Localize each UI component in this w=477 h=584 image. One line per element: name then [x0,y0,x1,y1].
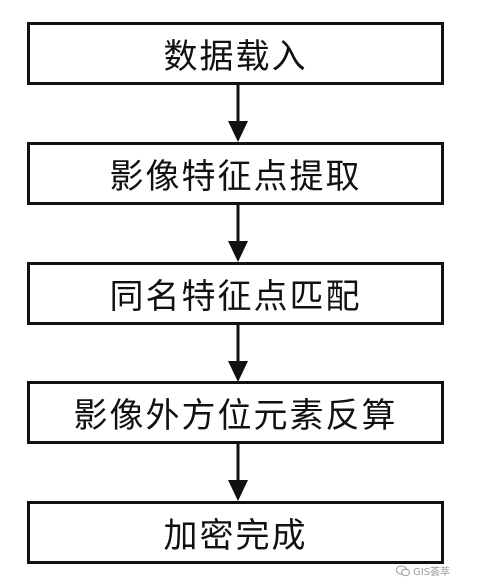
step-box-feature-extraction: 影像特征点提取 [27,142,444,205]
step-label: 数据载入 [163,37,308,77]
step-box-feature-matching: 同名特征点匹配 [27,262,444,325]
flow-arrow [228,325,248,382]
step-label: 同名特征点匹配 [109,277,362,317]
watermark: GIS荟萃 [396,563,450,578]
step-label: 加密完成 [163,516,308,556]
watermark-text: GIS荟萃 [413,567,451,578]
step-label: 影像外方位元素反算 [73,396,398,436]
step-box-exterior-orientation: 影像外方位元素反算 [27,381,444,444]
step-label: 影像特征点提取 [109,157,362,197]
flow-arrow [228,444,248,501]
flow-arrow [228,85,248,142]
flow-arrow [228,205,248,262]
wechat-icon [396,565,410,576]
step-box-densification-complete: 加密完成 [27,501,444,564]
step-box-data-loading: 数据载入 [27,22,444,85]
